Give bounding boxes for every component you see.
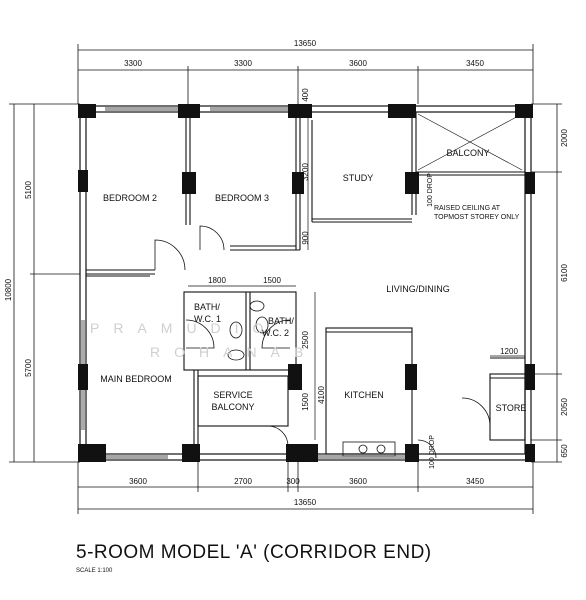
room-label-living-dining: LIVING/DINING — [386, 284, 450, 294]
watermark-line-1: PRAMUDIO — [90, 320, 277, 336]
room-label-service-balcony-line-2: BALCONY — [211, 402, 254, 412]
bottom-dimension-4: 3600 — [349, 477, 367, 486]
room-label-kitchen: KITCHEN — [344, 390, 384, 400]
structural-columns — [78, 104, 535, 462]
right-dimension-lines — [531, 103, 562, 463]
window-lines — [81, 107, 410, 459]
dim-400: 400 — [301, 88, 310, 102]
right-dimension-3: 2050 — [560, 398, 569, 416]
room-label-bath-2-line-2: W.C. 2 — [262, 328, 289, 338]
top-dimension-4: 3450 — [466, 59, 484, 68]
room-label-main-bedroom: MAIN BEDROOM — [100, 374, 172, 384]
watermark-line-2: ROHANAB — [150, 344, 317, 360]
room-label-bath-1-line-1: BATH/ — [194, 302, 220, 312]
drop-label-top: 100 DROP — [427, 173, 434, 207]
kitchen-sink — [342, 441, 396, 457]
interior-walls — [86, 112, 526, 455]
right-dimension-2: 6100 — [560, 264, 569, 282]
plan-title: 5-ROOM MODEL 'A' (CORRIDOR END) — [76, 542, 432, 563]
left-dimension-2: 5700 — [24, 359, 33, 377]
dim-2500: 2500 — [301, 331, 310, 349]
dim-4100: 4100 — [317, 386, 326, 404]
room-label-bath-1-line-2: W.C. 1 — [194, 314, 221, 324]
bottom-dimension-2: 2700 — [234, 477, 252, 486]
bath-fixtures — [227, 300, 269, 361]
top-dimension-3: 3600 — [349, 59, 367, 68]
room-label-bedroom-2: BEDROOM 2 — [103, 193, 157, 203]
top-dimension-lines — [77, 44, 534, 104]
top-total-dimension: 13650 — [294, 39, 317, 48]
right-dimension-1: 2000 — [560, 129, 569, 147]
raised-ceiling-note-line-1: RAISED CEILING AT — [434, 205, 501, 212]
room-label-balcony: BALCONY — [446, 148, 489, 158]
bottom-dimension-5: 3450 — [466, 477, 484, 486]
room-label-study: STUDY — [343, 173, 374, 183]
top-dimension-1: 3300 — [124, 59, 142, 68]
dim-3200: 3200 — [301, 163, 310, 181]
bottom-total-dimension: 13650 — [294, 498, 317, 507]
room-label-store: STORE — [496, 403, 527, 413]
room-label-service-balcony-line-1: SERVICE — [213, 390, 252, 400]
interior-dimension-lines — [188, 112, 525, 440]
room-label-bedroom-3: BEDROOM 3 — [215, 193, 269, 203]
bottom-dimension-3: 300 — [286, 477, 300, 486]
balcony-cross — [417, 113, 523, 171]
dim-1800: 1800 — [208, 276, 226, 285]
dim-1500: 1500 — [263, 276, 281, 285]
raised-ceiling-note-line-2: TOPMOST STOREY ONLY — [434, 214, 520, 221]
bottom-dimension-1: 3600 — [129, 477, 147, 486]
right-dimension-4: 650 — [560, 444, 569, 458]
dim-900: 900 — [301, 231, 310, 245]
left-total-dimension: 10800 — [4, 278, 13, 301]
bottom-dimension-lines — [77, 462, 534, 514]
top-dimension-2: 3300 — [234, 59, 252, 68]
door-swings — [154, 225, 491, 459]
left-dimension-1: 5100 — [24, 181, 33, 199]
dim-1200: 1200 — [500, 347, 518, 356]
plan-scale: SCALE 1:100 — [76, 568, 113, 574]
dim-1500-vertical: 1500 — [301, 393, 310, 411]
left-dimension-lines — [9, 103, 80, 463]
drop-label-bottom: 100 DROP — [429, 435, 436, 469]
room-label-bath-2-line-1: BATH/ — [268, 316, 294, 326]
